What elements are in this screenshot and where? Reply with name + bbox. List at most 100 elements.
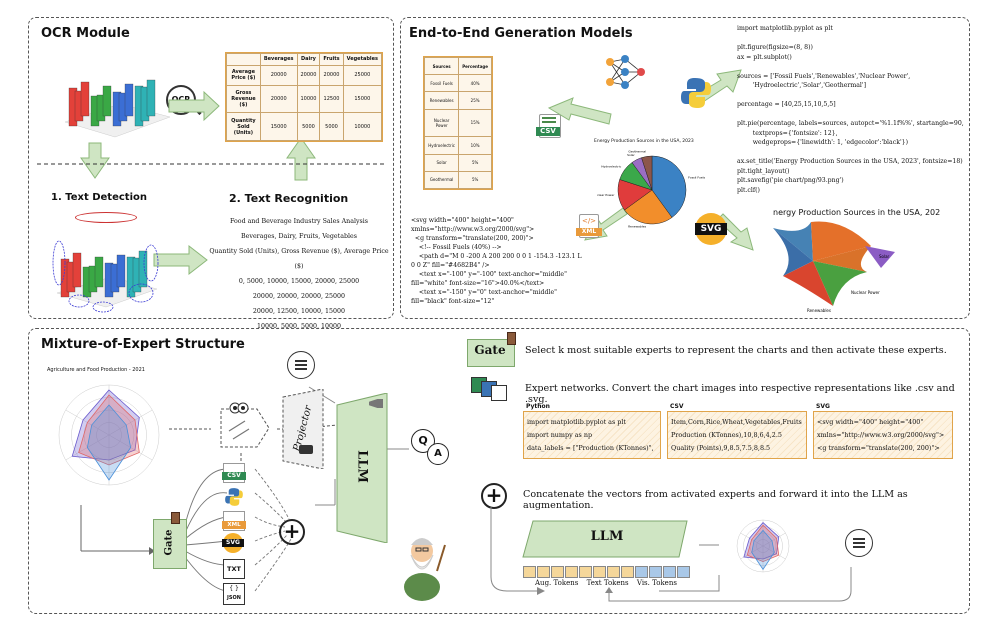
megaphone-icon	[369, 399, 383, 408]
table-header-cell: Sources	[423, 56, 460, 76]
radar-chart	[58, 384, 160, 486]
table-cell: 10%	[458, 136, 492, 155]
pie-label: Fossil Fuels	[688, 175, 705, 179]
table-cell: 10000	[342, 112, 383, 141]
code-box-lines: Item,Corn,Rice,Wheat,Vegetables,Fruits P…	[671, 418, 802, 452]
code-line	[737, 62, 969, 72]
code-line: <path d="M 0 -200 A 200 200 0 0 1 -154.3…	[411, 253, 582, 260]
table-header-cell: Dairy	[296, 53, 321, 66]
bar-3d	[116, 254, 126, 288]
code-line: 0 0 Z" fill="#4682B4" />	[411, 262, 490, 269]
token-label-row: Aug. Tokens Text Tokens Vis. Tokens	[535, 579, 677, 587]
table-cell: 25%	[458, 91, 492, 110]
rose-label: Solar	[879, 254, 890, 259]
recognized-line: Beverages, Dairy, Fruits, Vegetables	[241, 233, 357, 240]
code-line: plt.savefig('pie chart/png/93.png')	[737, 177, 844, 184]
table-cell: 5000	[296, 112, 321, 141]
token-cell	[593, 566, 606, 578]
rose-petal-fossil	[773, 222, 813, 261]
token-cell	[621, 566, 634, 578]
arrow-right-2	[153, 244, 208, 276]
csv-file-icon: CSV	[536, 114, 561, 138]
llm-label-right: LLM	[590, 529, 624, 544]
token-cell	[677, 566, 690, 578]
text-recognition-label: 2. Text Recognition	[229, 192, 349, 205]
code-line: xmlns="http://www.w3.org/2000/svg">	[411, 226, 535, 233]
rose-label: Nuclear Power	[851, 290, 880, 295]
expert-description: Expert networks. Convert the chart image…	[525, 383, 955, 405]
rose-petal-solar	[783, 261, 833, 306]
table-cell: 20000	[259, 64, 298, 86]
expert-networks-icon	[471, 377, 507, 403]
ocr-magnifier: OCR	[166, 85, 196, 115]
rose-petal-geo	[773, 228, 813, 276]
xml-label: XML	[576, 228, 602, 236]
radar-title: Agriculture and Food Production - 2021	[47, 367, 145, 373]
gate-description: Select k most suitable experts to repres…	[525, 345, 947, 356]
table-header-cell: Percentage	[458, 56, 492, 76]
e2e-title: End-to-End Generation Models	[409, 26, 633, 41]
arrow-up	[286, 137, 316, 181]
table-cell: 25000	[342, 64, 383, 86]
code-line: <g transform="translate(200, 200)">	[411, 235, 534, 242]
rose-petal-purple	[865, 246, 895, 268]
projector-block	[282, 389, 324, 469]
pie-label: Hydroelectric	[601, 165, 621, 169]
chat-bubble-icon-right	[845, 529, 873, 557]
pie-chart: Fossil FuelsRenewablesNuclear PowerHydro…	[597, 149, 705, 229]
pie-label: Renewables	[628, 225, 646, 229]
moe-title: Mixture-of-Expert Structure	[41, 337, 245, 352]
bar-3d	[80, 81, 90, 117]
rose-petal-hydro	[813, 261, 867, 306]
token-cell	[663, 566, 676, 578]
token-label-text: Text Tokens	[586, 579, 629, 587]
projector-camera-icon	[299, 445, 313, 454]
radar-series	[746, 524, 780, 563]
table-cell: Quantity Sold (Units)	[226, 112, 261, 141]
table-cell: 5%	[458, 153, 492, 172]
token-label-aug: Aug. Tokens	[535, 579, 579, 587]
code-line: plt.clf()	[737, 186, 760, 194]
table-cell: Nuclear Power	[423, 108, 460, 138]
code-line	[737, 148, 969, 158]
plus-icon-left: +	[279, 519, 305, 545]
bar-3d	[138, 250, 148, 288]
radar-thumbnail	[736, 519, 790, 573]
svg-badge-icon: SVG	[695, 213, 727, 245]
llm-label-left: LLM	[354, 450, 370, 483]
arrow-down	[80, 142, 110, 179]
gate-label-right: Gate	[474, 343, 506, 357]
svg-label: SVG	[695, 223, 727, 235]
text-detection-label: 1. Text Detection	[51, 192, 147, 203]
table-cell: 5000	[319, 112, 344, 141]
code-line: percentage = [40,25,15,10,5,5]	[737, 101, 836, 108]
bar-3d	[102, 85, 112, 117]
code-line	[737, 91, 969, 101]
bar-3d	[94, 256, 104, 288]
code-line: plt.pie(percentage, labels=sources, auto…	[737, 120, 964, 127]
table-cell: 15%	[458, 108, 492, 138]
pie-slice	[651, 155, 687, 218]
table-cell: 40%	[458, 74, 492, 93]
table-cell: Gross Revenue ($)	[226, 84, 261, 114]
table-header-cell: Vegetables	[342, 53, 383, 66]
wizard-mascot	[404, 538, 446, 601]
table-cell: 15000	[342, 84, 383, 114]
table-header-cell: Fruits	[319, 53, 344, 66]
code-line: import matplotlib.pyplot as plt	[737, 25, 833, 32]
token-cell	[523, 566, 536, 578]
code-line: ax = plt.subplot()	[737, 53, 792, 61]
code-line: fill="black" font-size="12"	[411, 298, 495, 305]
token-cell	[649, 566, 662, 578]
